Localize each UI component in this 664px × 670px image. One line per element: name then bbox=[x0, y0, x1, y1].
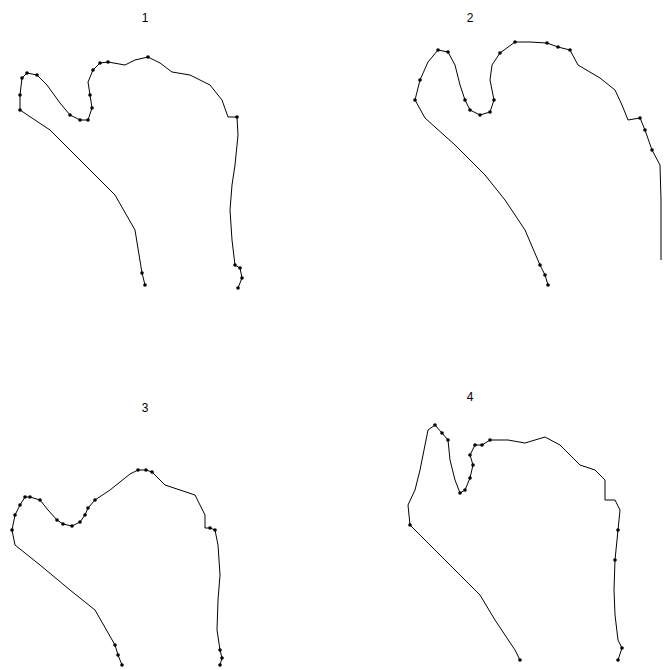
vertex-dot bbox=[473, 443, 477, 447]
vertex-dot bbox=[113, 643, 117, 647]
vertex-dot bbox=[10, 528, 14, 532]
vertex-dot bbox=[620, 646, 624, 650]
vertex-dot bbox=[23, 495, 27, 499]
vertex-dots bbox=[10, 468, 224, 667]
vertex-dot bbox=[638, 116, 642, 120]
vertex-dot bbox=[218, 663, 222, 667]
vertex-dot bbox=[458, 491, 462, 495]
vertex-dot bbox=[90, 106, 94, 110]
vertex-dot bbox=[55, 518, 59, 522]
vertex-dot bbox=[238, 266, 242, 270]
outline-curve bbox=[20, 57, 242, 288]
vertex-dot bbox=[468, 453, 472, 457]
outline-curve bbox=[12, 470, 222, 665]
vertex-dot bbox=[208, 526, 212, 530]
vertex-dot bbox=[236, 286, 240, 290]
vertex-dot bbox=[68, 113, 72, 117]
vertex-dot bbox=[556, 45, 560, 49]
vertex-dot bbox=[140, 271, 144, 275]
vertex-dot bbox=[83, 513, 87, 517]
vertex-dot bbox=[218, 648, 222, 652]
vertex-dot bbox=[78, 118, 82, 122]
outline-curve bbox=[408, 425, 622, 660]
vertex-dot bbox=[616, 528, 620, 532]
vertex-dot bbox=[492, 98, 496, 102]
vertex-dot bbox=[13, 513, 17, 517]
vertex-dot bbox=[213, 528, 217, 532]
vertex-dot bbox=[235, 115, 239, 119]
vertex-dot bbox=[86, 506, 90, 510]
vertex-dot bbox=[650, 148, 654, 152]
vertex-dot bbox=[88, 93, 92, 97]
vertex-dots bbox=[413, 40, 654, 287]
vertex-dot bbox=[468, 108, 472, 112]
panel-number: 2 bbox=[467, 12, 474, 24]
vertex-dot bbox=[144, 468, 148, 472]
vertex-dot bbox=[93, 498, 97, 502]
vertex-dot bbox=[143, 283, 147, 287]
vertex-dot bbox=[18, 93, 22, 97]
vertex-dot bbox=[643, 128, 647, 132]
vertex-dot bbox=[478, 113, 482, 117]
vertex-dot bbox=[78, 520, 82, 524]
vertex-dot bbox=[116, 653, 120, 657]
panel-number: 3 bbox=[142, 402, 149, 414]
vertex-dot bbox=[446, 50, 450, 54]
vertex-dot bbox=[471, 463, 475, 467]
panel-number: 1 bbox=[142, 12, 149, 24]
vertex-dot bbox=[436, 48, 440, 52]
vertex-dot bbox=[488, 110, 492, 114]
vertex-dot bbox=[440, 431, 444, 435]
vertex-dot bbox=[233, 263, 237, 267]
vertex-dot bbox=[408, 523, 412, 527]
vertex-dot bbox=[70, 524, 74, 528]
vertex-dot bbox=[488, 438, 492, 442]
vertex-dot bbox=[546, 283, 550, 287]
vertex-dot bbox=[98, 61, 102, 65]
vertex-dot bbox=[28, 495, 32, 499]
vertex-dot bbox=[120, 663, 124, 667]
vertex-dot bbox=[413, 98, 417, 102]
vertex-dot bbox=[538, 263, 542, 267]
vertex-dot bbox=[543, 273, 547, 277]
vertex-dot bbox=[463, 488, 467, 492]
vertex-dots bbox=[408, 423, 624, 662]
vertex-dot bbox=[545, 41, 549, 45]
vertex-dot bbox=[150, 470, 154, 474]
vertex-dot bbox=[446, 438, 450, 442]
vertex-dot bbox=[498, 51, 502, 55]
vertex-dot bbox=[25, 71, 29, 75]
vertex-dot bbox=[146, 55, 150, 59]
vertex-dot bbox=[136, 468, 140, 472]
vertex-dot bbox=[616, 658, 620, 662]
vertex-dot bbox=[106, 60, 110, 64]
vertex-dot bbox=[480, 443, 484, 447]
vertex-dot bbox=[20, 76, 24, 80]
panel-number: 4 bbox=[467, 391, 474, 403]
vertex-dot bbox=[518, 658, 522, 662]
outline-curve bbox=[415, 42, 661, 285]
vertex-dot bbox=[418, 78, 422, 82]
vertex-dot bbox=[91, 68, 95, 72]
vertex-dot bbox=[18, 108, 22, 112]
vertex-dot bbox=[433, 423, 437, 427]
vertex-dot bbox=[38, 498, 42, 502]
vertex-dot bbox=[613, 558, 617, 562]
vertex-dot bbox=[86, 118, 90, 122]
vertex-dot bbox=[513, 40, 517, 44]
vertex-dot bbox=[468, 476, 472, 480]
vertex-dot bbox=[463, 98, 467, 102]
vertex-dot bbox=[568, 48, 572, 52]
vertex-dot bbox=[18, 503, 22, 507]
vertex-dot bbox=[240, 276, 244, 280]
vertex-dot bbox=[35, 73, 39, 77]
vertex-dot bbox=[61, 522, 65, 526]
vertex-dots bbox=[18, 55, 244, 290]
vertex-dot bbox=[220, 656, 224, 660]
